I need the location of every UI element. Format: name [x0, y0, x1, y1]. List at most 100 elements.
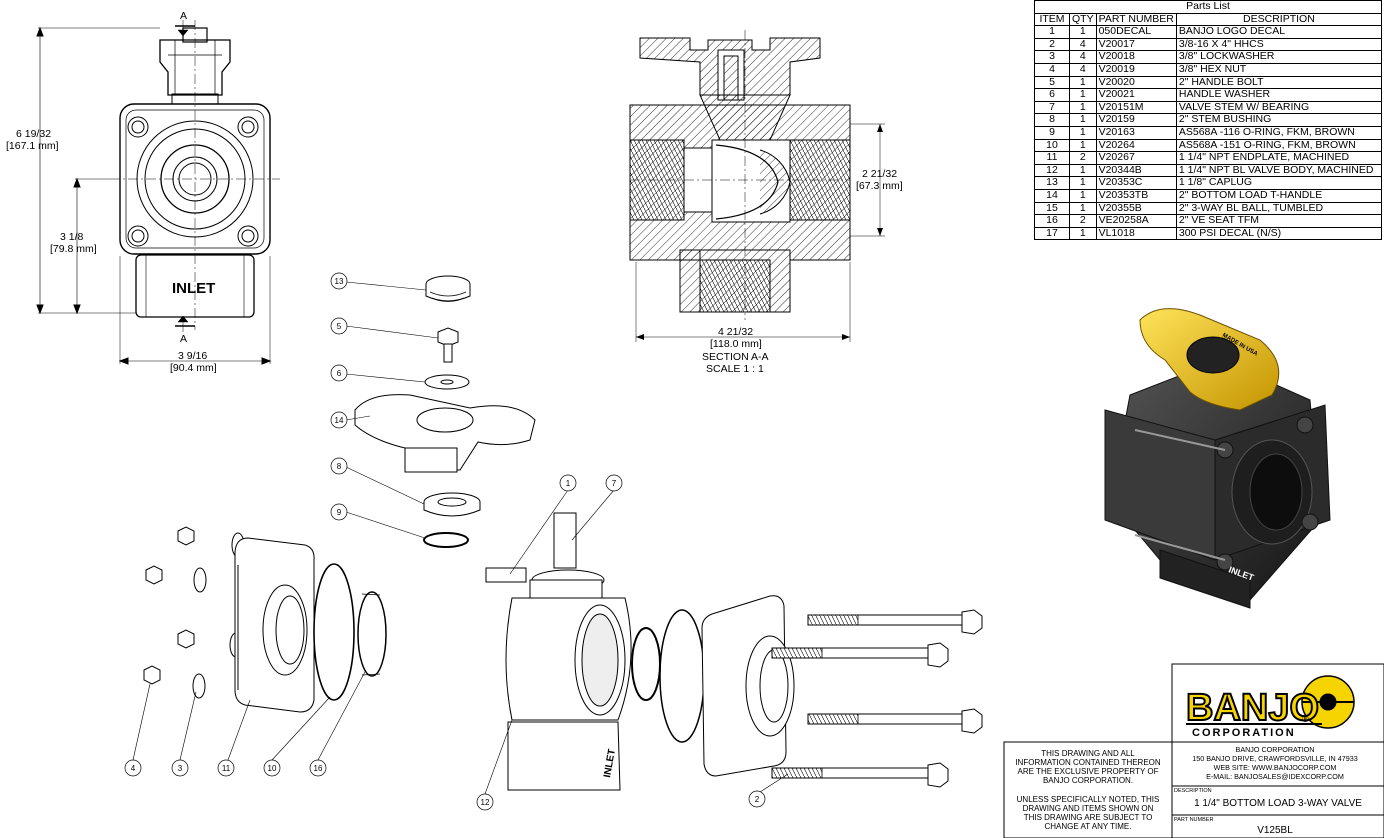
cell-part-number: V20151M	[1095, 100, 1177, 115]
section-letter-top: A	[180, 10, 187, 22]
exploded-inlet-label: INLET	[602, 748, 618, 778]
title-block	[1003, 663, 1384, 838]
cell-part-number: V20267	[1095, 151, 1177, 165]
cell-qty: 1	[1069, 176, 1097, 190]
balloon-circle	[330, 457, 348, 475]
notice-line: THIS DRAWING ARE SUBJECT TO	[1024, 813, 1153, 822]
col-part-number: PART NUMBER	[1095, 12, 1177, 27]
balloon-circle	[330, 503, 348, 521]
description-label: DESCRIPTION	[1174, 788, 1212, 794]
balloon-label: 12	[481, 798, 490, 807]
cell-description: AS568A -116 O-RING, FKM, BROWN	[1175, 125, 1383, 140]
cell-description: 2" VE SEAT TFM	[1175, 214, 1383, 228]
balloon-circle	[605, 474, 623, 492]
section-dim-bottom: 4 21/32	[718, 326, 753, 338]
cell-description: 3/8" LOCKWASHER	[1175, 50, 1383, 64]
cell-description: AS568A -151 O-RING, FKM, BROWN	[1175, 138, 1383, 153]
balloon-label: 6	[337, 369, 342, 378]
parts-list-title: Parts List	[1034, 0, 1382, 14]
cell-description: 2" STEM BUSHING	[1175, 113, 1383, 127]
balloon-label: 16	[314, 764, 323, 773]
section-dim-bottom-mm: [118.0 mm]	[710, 338, 762, 350]
dim-width-mm: [90.4 mm]	[170, 362, 217, 374]
part-number-label: PART NUMBER	[1174, 817, 1213, 823]
dim-center: 3 1/8	[60, 231, 84, 243]
cell-part-number: 050DECAL	[1095, 25, 1177, 39]
balloon-circle	[309, 759, 327, 777]
cell-item: 3	[1034, 50, 1070, 64]
cell-description: VALVE STEM W/ BEARING	[1175, 100, 1383, 115]
balloon-circle	[559, 474, 577, 492]
cell-part-number: V20355B	[1095, 201, 1177, 216]
balloon-label: 7	[612, 479, 617, 488]
cell-qty: 1	[1069, 226, 1097, 241]
balloon-label: 8	[337, 462, 342, 471]
balloons	[124, 272, 766, 811]
cell-part-number: V20019	[1095, 62, 1177, 77]
cell-qty: 1	[1069, 113, 1097, 127]
company-website: WEB SITE: WWW.BANJOCORP.COM	[1214, 763, 1337, 772]
cell-item: 13	[1034, 176, 1070, 190]
cell-part-number: VL1018	[1095, 226, 1177, 241]
col-description: DESCRIPTION	[1175, 12, 1383, 27]
balloon-label: 3	[178, 764, 183, 773]
cell-description: 300 PSI DECAL (N/S)	[1175, 226, 1383, 241]
col-qty: QTY	[1069, 12, 1097, 27]
cell-qty: 1	[1069, 138, 1097, 153]
cell-item: 8	[1034, 113, 1070, 127]
logo-subtext: CORPORATION	[1192, 727, 1296, 739]
part-number-value: V125BL	[1257, 825, 1293, 836]
balloon-label: 2	[755, 795, 760, 804]
balloon-circle	[330, 411, 348, 429]
balloon-circle	[217, 759, 235, 777]
balloon-circle	[330, 317, 348, 335]
balloon-label: 9	[337, 508, 342, 517]
cell-qty: 2	[1069, 214, 1097, 228]
cell-part-number: V20018	[1095, 50, 1177, 64]
balloon-label: 5	[337, 322, 342, 331]
cell-item: 5	[1034, 75, 1070, 90]
cell-part-number: V20017	[1095, 37, 1177, 52]
cell-item: 14	[1034, 188, 1070, 203]
notice-line: THIS DRAWING AND ALL	[1041, 749, 1135, 758]
balloon-circle	[124, 759, 142, 777]
cell-part-number: V20020	[1095, 75, 1177, 90]
cell-part-number: V20353C	[1095, 176, 1177, 190]
cell-item: 11	[1034, 151, 1070, 165]
cell-qty: 4	[1069, 50, 1097, 64]
description-value: 1 1/4" BOTTOM LOAD 3-WAY VALVE	[1194, 798, 1362, 809]
section-dim-right: 2 21/32	[862, 168, 897, 180]
front-view	[36, 20, 280, 365]
balloon-label: 14	[335, 416, 344, 425]
parts-list: Parts List ITEM QTY PART NUMBER DESCRIPT…	[1034, 0, 1383, 241]
cell-qty: 1	[1069, 201, 1097, 216]
balloon-circle	[748, 790, 766, 808]
cell-part-number: V20264	[1095, 138, 1177, 153]
balloon-circle	[330, 364, 348, 382]
cell-part-number: V20353TB	[1095, 188, 1177, 203]
cell-qty: 1	[1069, 25, 1097, 39]
cell-part-number: V20159	[1095, 113, 1177, 127]
company-address: 150 BANJO DRIVE, CRAWFORDSVILLE, IN 4793…	[1192, 754, 1358, 763]
cell-item: 2	[1034, 37, 1070, 52]
balloon-label: 4	[131, 764, 136, 773]
cell-item: 4	[1034, 62, 1070, 77]
cell-description: 2" BOTTOM LOAD T-HANDLE	[1175, 188, 1383, 203]
section-view	[629, 30, 885, 342]
balloon-circle	[171, 759, 189, 777]
notice-line: UNLESS SPECIFICALLY NOTED, THIS	[1017, 795, 1160, 804]
balloon-labels: 13 5 6 14 8 9 1 7 4 3 11 10 16 12 2	[131, 277, 760, 807]
cell-item: 16	[1034, 214, 1070, 228]
